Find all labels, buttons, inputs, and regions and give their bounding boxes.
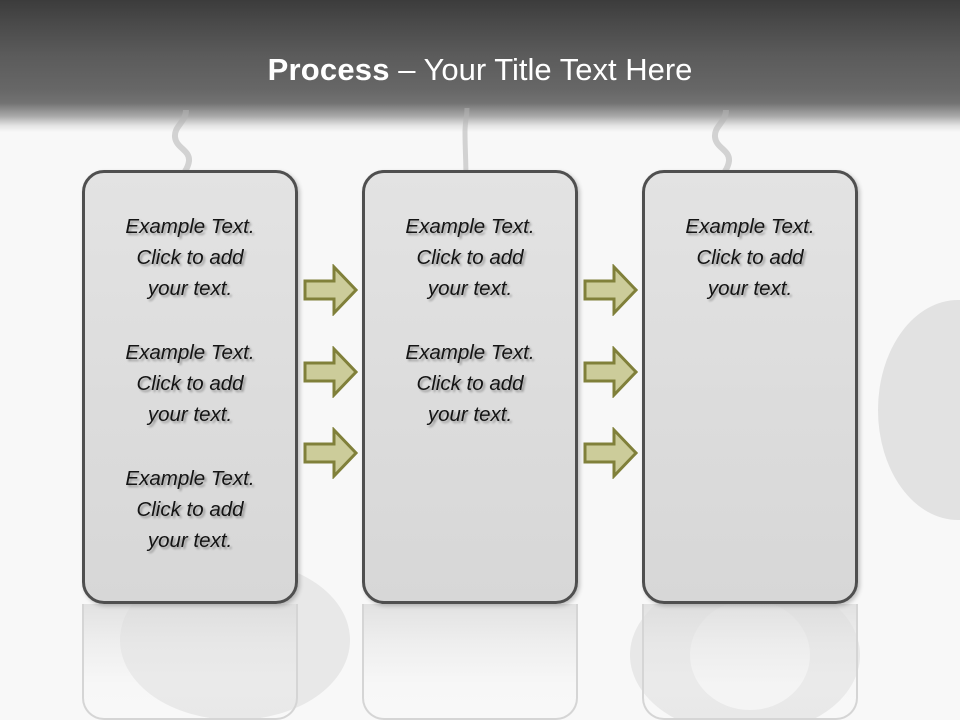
flow-arrow-icon[interactable] [583,264,638,316]
text-block[interactable]: Example Text. Click to add your text. [405,215,535,300]
text-block[interactable]: Example Text. Click to add your text. [125,341,255,426]
background-circle-center-inner [690,600,810,710]
flow-arrow-icon[interactable] [583,346,638,398]
box-reflection-3 [642,604,858,720]
title-band: Process – Your Title Text Here [0,0,960,132]
text-block[interactable]: Example Text. Click to add your text. [125,215,255,300]
process-box-3-content: Example Text. Click to add your text. [645,211,855,304]
text-block[interactable]: Example Text. Click to add your text. [685,215,815,300]
text-block[interactable]: Example Text. Click to add your text. [125,467,255,552]
text-block[interactable]: Example Text. Click to add your text. [405,341,535,426]
title-rest-part: – Your Title Text Here [398,52,693,87]
process-box-2-content: Example Text. Click to add your text. Ex… [365,211,575,430]
process-box-1[interactable]: Example Text. Click to add your text. Ex… [82,170,298,604]
box-reflection-2 [362,604,578,720]
title-bold-part: Process [267,52,390,87]
background-circle-right [878,300,960,520]
process-box-2[interactable]: Example Text. Click to add your text. Ex… [362,170,578,604]
process-box-1-content: Example Text. Click to add your text. Ex… [85,211,295,556]
flow-arrow-icon[interactable] [303,427,358,479]
flow-arrow-icon[interactable] [583,427,638,479]
flow-arrow-icon[interactable] [303,346,358,398]
flow-arrow-icon[interactable] [303,264,358,316]
page-title: Process – Your Title Text Here [0,52,960,88]
box-reflection-1 [82,604,298,720]
process-box-3[interactable]: Example Text. Click to add your text. [642,170,858,604]
